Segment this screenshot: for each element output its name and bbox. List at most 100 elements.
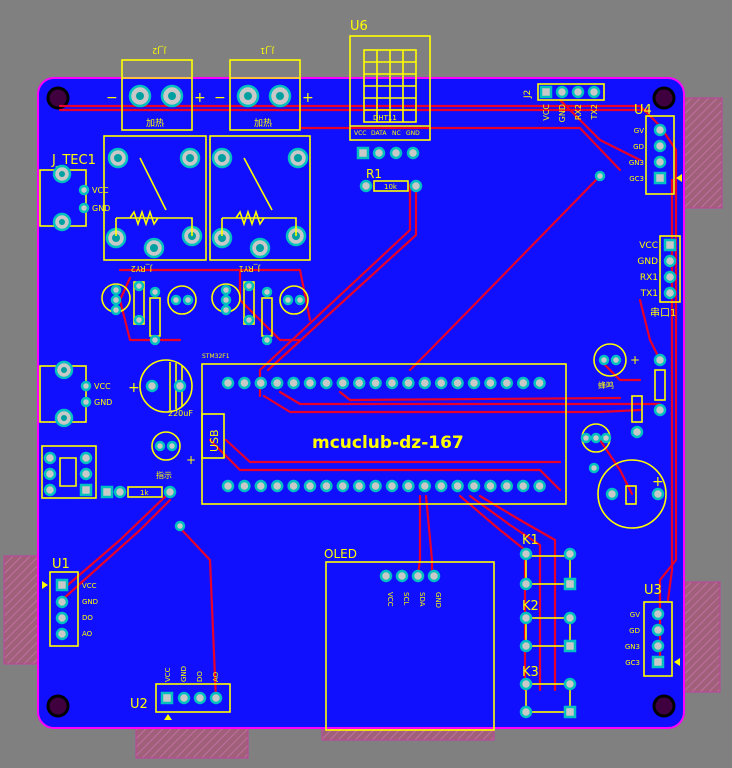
- mcu-pin: [352, 479, 366, 493]
- u2-header: U2 VCC GND DO AO: [130, 666, 231, 720]
- mcu-pin: [500, 479, 514, 493]
- u4-pin-3: GC3: [629, 175, 644, 183]
- terminal1-ref: J_J2: [152, 46, 167, 55]
- u2-pin-3: AO: [212, 671, 220, 682]
- mount-hole-br: [652, 694, 676, 718]
- u1-pin-0: VCC: [82, 582, 97, 590]
- dc-in-pin-vcc: VCC: [94, 382, 111, 391]
- u2-pin-0: VCC: [164, 667, 172, 682]
- mcu-pin: [254, 479, 268, 493]
- mcu-label: STM32F1: [202, 353, 230, 360]
- mcu-pin: [287, 376, 300, 390]
- j2-pin-vcc: VCC: [542, 104, 551, 121]
- terminal1-label: 加热: [146, 117, 164, 129]
- svg-text:−: −: [214, 90, 226, 106]
- mcu-usb: USB: [208, 429, 221, 452]
- u3-pin-0: GV: [630, 611, 640, 619]
- j-tec1-pin-gnd: GND: [92, 204, 110, 213]
- u2-ref: U2: [130, 697, 148, 712]
- j-tec1: J_TEC1 VCC GND: [39, 153, 110, 232]
- u6-pin-data: DATA: [371, 130, 387, 137]
- u4-header: U4 GV GD GN3 GC3: [629, 103, 682, 195]
- relay1-ref: J_RY2: [131, 264, 153, 273]
- u3-ref: U3: [644, 583, 662, 598]
- mount-hole-tl: [46, 86, 70, 110]
- u6-pin-nc: NC: [392, 130, 401, 137]
- oled: OLED VCC SCL SDA GND: [324, 547, 495, 731]
- button-k1: K1: [519, 533, 577, 591]
- mcu-pin: [320, 376, 333, 390]
- serial-pin-gnd: GND: [637, 257, 658, 267]
- oled-pin-vcc: VCC: [386, 592, 394, 607]
- mcu-pin: [238, 376, 251, 390]
- j2-pin-tx2: TX2: [590, 104, 599, 120]
- relay-driver-parts: [101, 280, 309, 346]
- switch: [41, 445, 97, 499]
- mcu-pin: [516, 376, 530, 390]
- mcu-pin: [270, 376, 284, 390]
- u3-pin-1: GD: [629, 627, 640, 635]
- k2-ref: K2: [522, 599, 539, 614]
- u3-header: U3 GV GD GN3 GC3: [625, 583, 680, 677]
- oled-ref: OLED: [324, 547, 357, 561]
- mcu-pin: [533, 376, 546, 390]
- u2-pin-1: GND: [180, 666, 188, 682]
- mcu-pin: [418, 376, 432, 390]
- mcu-pin: [434, 376, 448, 390]
- svg-text:+: +: [652, 474, 664, 490]
- keepout-right-bottom: [683, 581, 721, 693]
- u4-pin-2: GN3: [629, 159, 644, 167]
- dc-in-pin-gnd: GND: [94, 398, 112, 407]
- u6-pin-vcc: VCC: [354, 130, 366, 137]
- oled-pin-sda: SDA: [418, 592, 426, 607]
- buzzer-driver: [580, 353, 667, 474]
- u6-dht11: U6 DHT11 VCC DATA NC GND: [349, 19, 431, 160]
- mcu-pin: [451, 376, 464, 390]
- led-indicator: + 指示: [151, 431, 196, 480]
- mcu-pin: [402, 376, 415, 390]
- mcu-pin: [533, 479, 546, 493]
- mcu-pin: [484, 376, 497, 390]
- mcu-pin: [352, 376, 366, 390]
- u4-pin-0: GV: [634, 127, 644, 135]
- mcu-board: STM32F1 USB mcuclub-dz-167: [201, 353, 567, 505]
- svg-text:−: −: [106, 90, 118, 106]
- cap-220uf: + 220uF: [128, 359, 193, 418]
- u1-pin-2: DO: [82, 614, 93, 622]
- board-title: mcuclub-dz-167: [312, 433, 464, 453]
- u3-pin-2: GN3: [625, 643, 640, 651]
- terminal-block-2: − + 加热 J_J1: [214, 46, 314, 131]
- serial-pin-rx1: RX1: [640, 273, 658, 283]
- k3-ref: K3: [522, 665, 539, 680]
- cap-value: 220uF: [168, 409, 193, 418]
- mcu-pin: [418, 479, 432, 493]
- mcu-pin: [254, 376, 268, 390]
- mcu-pin: [500, 376, 514, 390]
- mcu-pin: [385, 479, 399, 493]
- svg-text:+: +: [302, 90, 314, 106]
- j2-header: J2 VCC GND RX2 TX2: [523, 83, 605, 122]
- u4-pin-1: GD: [633, 143, 644, 151]
- mcu-pin: [467, 376, 481, 390]
- serial-pin-vcc: VCC: [639, 241, 658, 251]
- u4-ref: U4: [634, 103, 652, 118]
- keepout-left: [3, 555, 41, 665]
- svg-text:+: +: [194, 90, 206, 106]
- mcu-pin: [369, 479, 382, 493]
- mcu-pin: [402, 479, 415, 493]
- u6-pin-gnd: GND: [406, 130, 420, 137]
- mcu-pin: [238, 479, 251, 493]
- relay2-ref: J_RY1: [239, 264, 261, 273]
- u2-pin-2: DO: [196, 671, 204, 682]
- r1-value: 10k: [384, 183, 398, 191]
- mcu-pin: [467, 479, 481, 493]
- mcu-pin: [270, 479, 284, 493]
- mcu-pin: [434, 479, 448, 493]
- u6-ref: U6: [350, 19, 368, 34]
- u6-value: DHT11: [373, 114, 397, 122]
- resistor-1k: 1k: [100, 485, 186, 532]
- mount-hole-tr: [652, 86, 676, 110]
- u3-pin-3: GC3: [625, 659, 640, 667]
- resistor-1k-value: 1k: [140, 489, 149, 497]
